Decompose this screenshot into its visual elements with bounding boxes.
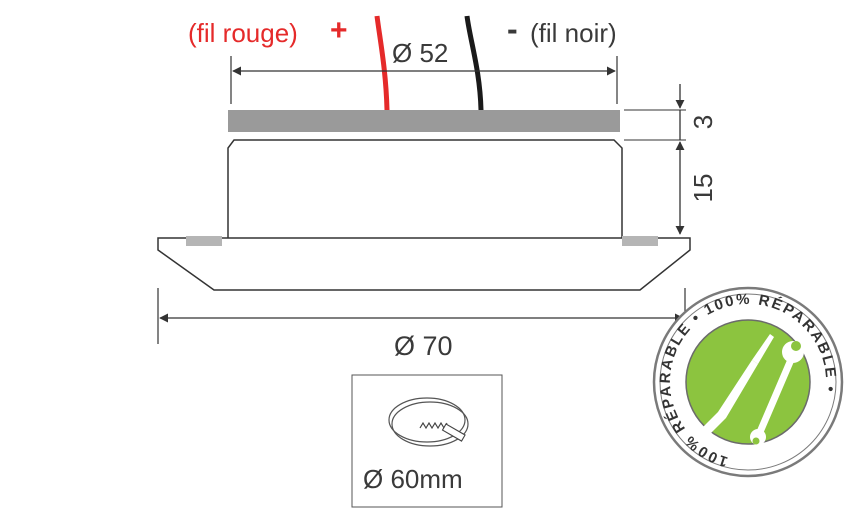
- screwdriver-wrench-icon: [700, 334, 804, 445]
- housing-body: [227, 139, 623, 247]
- saw-cutout-icon: [388, 397, 469, 447]
- base-flange: [157, 237, 691, 291]
- red-wire: [374, 15, 390, 111]
- positive-wire-label: (fil rouge): [188, 18, 298, 48]
- repairable-badge: 100% RÉPARABLE • 100% RÉPARABLE •: [652, 286, 844, 478]
- positive-sign: +: [330, 14, 348, 47]
- negative-sign: -: [507, 11, 518, 47]
- body-height-label: 15: [688, 174, 718, 203]
- clip-right: [622, 236, 658, 246]
- cap-plate: [228, 110, 620, 132]
- black-wire: [464, 15, 484, 111]
- top-diameter-label: Ø 52: [392, 38, 448, 68]
- base-diameter-label: Ø 70: [394, 331, 453, 361]
- clip-left: [186, 236, 222, 246]
- negative-wire-label: (fil noir): [530, 18, 617, 48]
- cap-height-label: 3: [688, 115, 718, 129]
- cutout-label: Ø 60mm: [363, 464, 463, 494]
